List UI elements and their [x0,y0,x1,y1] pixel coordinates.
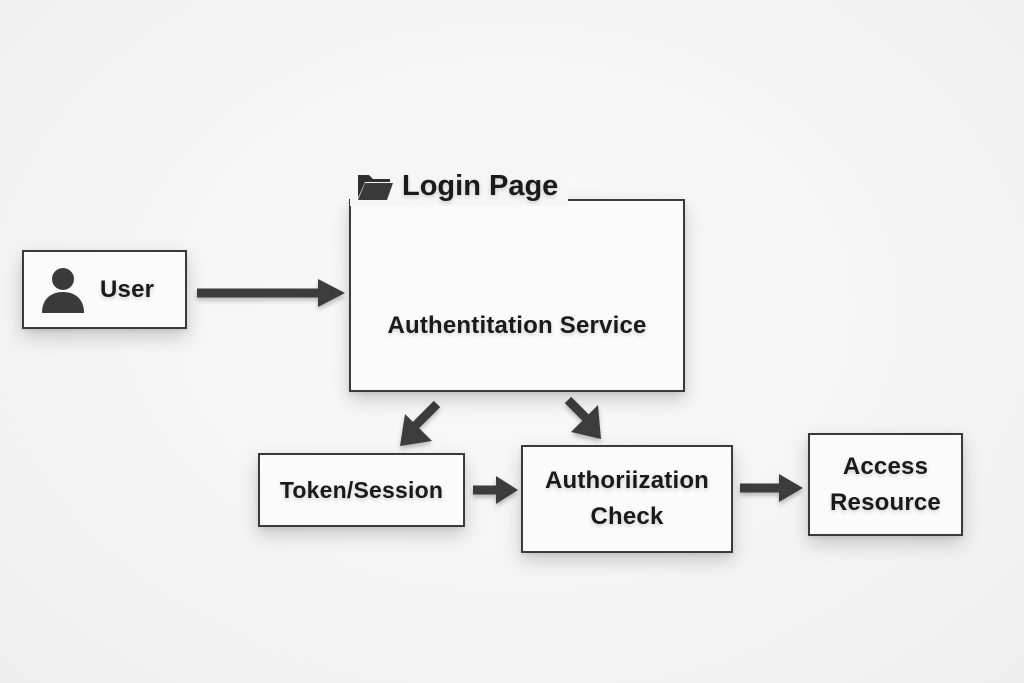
node-access-resource-label: Access Resource [830,449,941,521]
diagram-title-text: Login Page [402,169,559,202]
node-authorization-check: Authoriization Check [521,445,733,553]
node-authorization-line2: Check [590,503,664,530]
node-auth-service: Authentitation Service [349,199,685,392]
node-access-resource: Access Resource [808,433,963,536]
diagram-title: Login Page [350,166,569,206]
node-authorization-check-label: Authoriization Check [545,463,709,535]
node-authorization-line1: Authoriization [544,467,710,494]
arrow-token-to-authorization [473,476,518,504]
node-user: User [22,250,187,329]
node-token-session: Token/Session [258,453,465,527]
node-user-label: User [100,275,155,303]
user-icon [42,267,84,313]
node-auth-service-label: Authentitation Service [387,312,647,339]
arrow-authorization-to-access [740,474,803,502]
arrow-auth-to-token [400,400,441,446]
node-access-line1: Access [842,452,929,480]
arrow-user-to-auth [197,279,345,307]
folder-icon [358,175,393,200]
node-access-line2: Resource [830,488,941,516]
node-token-session-label: Token/Session [279,477,444,503]
arrow-auth-to-authorization [564,396,601,439]
